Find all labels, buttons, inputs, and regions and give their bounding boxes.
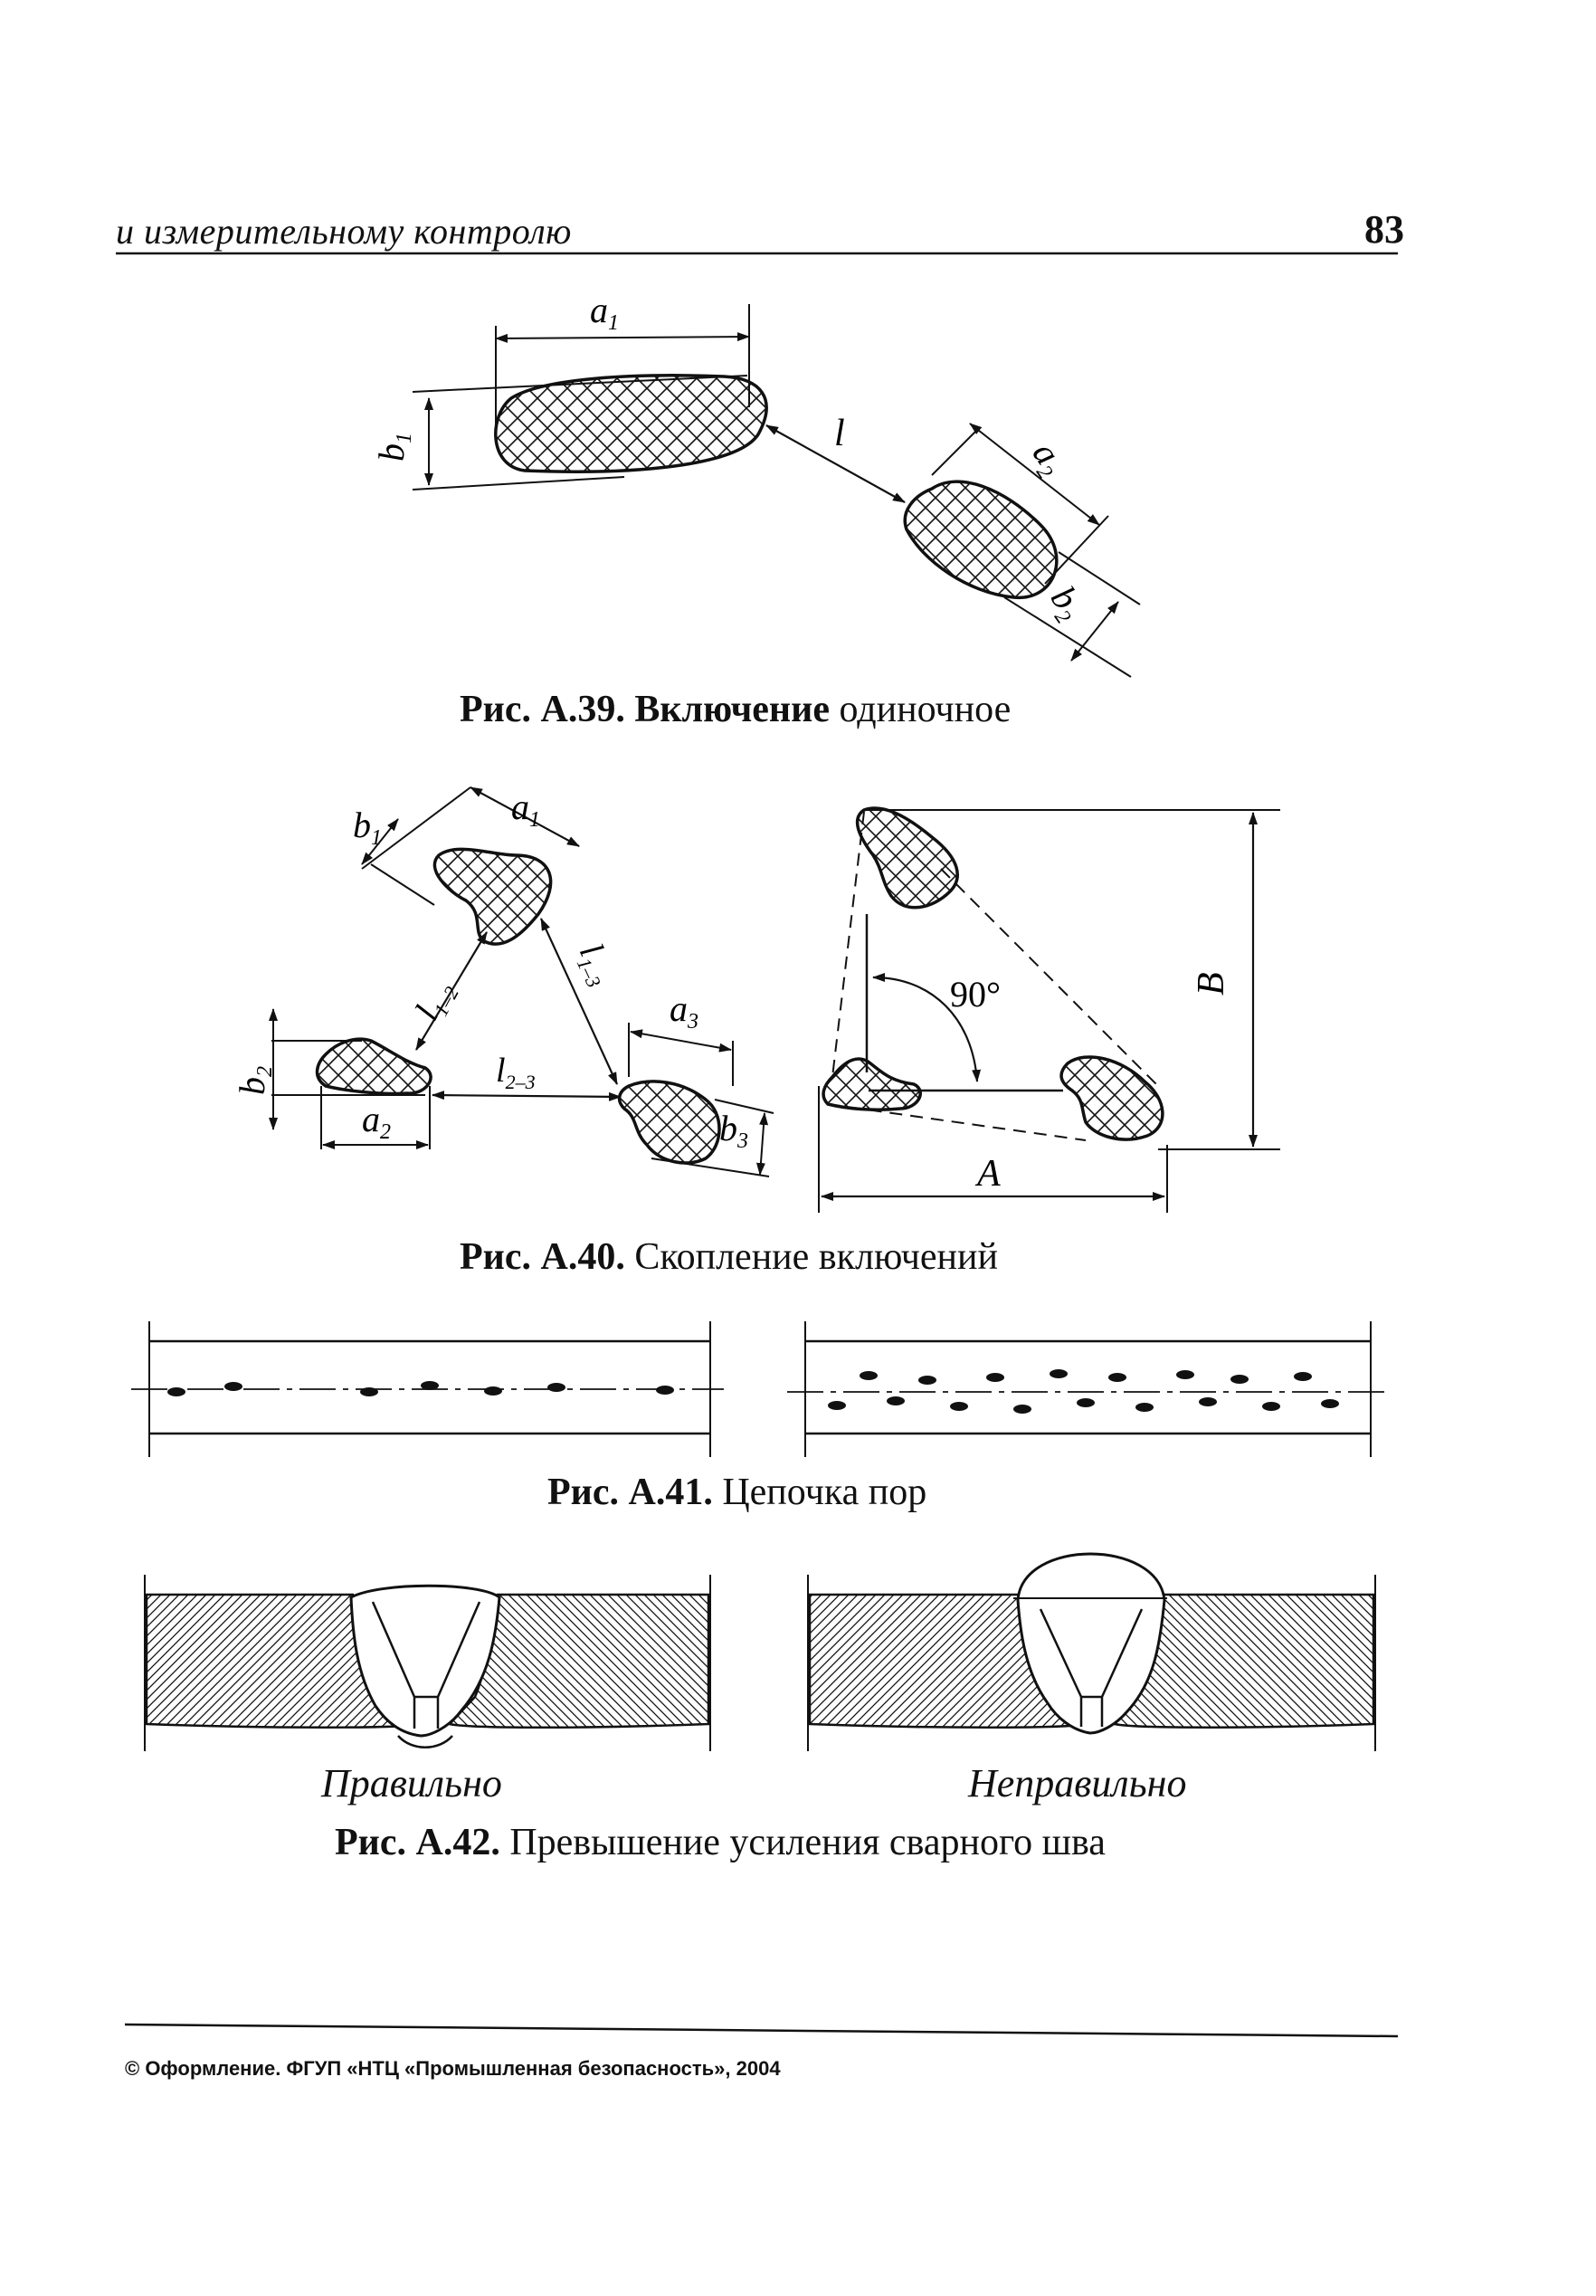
fig42-caption: Рис. А.42. Превышение усиления сварного … [335,1822,1106,1863]
fig42-incorrect-weld [807,1552,1376,1751]
fig41-left-chain [131,1321,724,1457]
fig40-A-label: A [974,1153,1001,1195]
fig40-l12-label: l1–2 [408,974,463,1028]
fig41-caption: Рис. А.41. Цепочка пор [547,1472,927,1513]
fig39-a2-label: a2 [1021,433,1075,483]
fig40-b3-label: b3 [719,1108,748,1153]
fig40-b1-label: b1 [353,805,382,850]
fig40-l13-label: l1–3 [568,938,622,991]
fig40-caption: Рис. А.40. Скопление включений [460,1236,998,1278]
fig40-angle-label: 90° [950,974,1001,1015]
fig42-correct-label: Правильно [321,1761,502,1805]
footer-rule [124,2023,1399,2038]
fig40-cluster-diagram [269,786,774,1177]
fig40-b2-label: b2 [232,1066,277,1095]
fig39-a1-label: a1 [590,290,619,335]
fig40-a1-label: a1 [511,786,540,832]
running-title: и измерительному контролю [116,211,572,252]
fig40-l23-label: l2–3 [496,1052,536,1093]
fig40-a3-label: a3 [670,988,698,1034]
fig42-correct-weld [144,1575,711,1751]
fig40-a2-label: a2 [362,1099,391,1144]
fig39-l-label: l [834,413,845,454]
fig39-b1-label: b1 [371,433,416,462]
page-number: 83 [1364,207,1404,252]
fig40-bounding-diagram [818,806,1280,1213]
copyright-footer: © Оформление. ФГУП «НТЦ «Промышленная бе… [125,2057,781,2080]
fig42-incorrect-label: Неправильно [968,1761,1187,1805]
fig39-diagram [412,304,1141,678]
fig39-caption: Рис. А.39. Включение одиночное [460,689,1012,730]
fig40-B-label: B [1191,972,1232,996]
fig41-right-chain [787,1321,1384,1457]
